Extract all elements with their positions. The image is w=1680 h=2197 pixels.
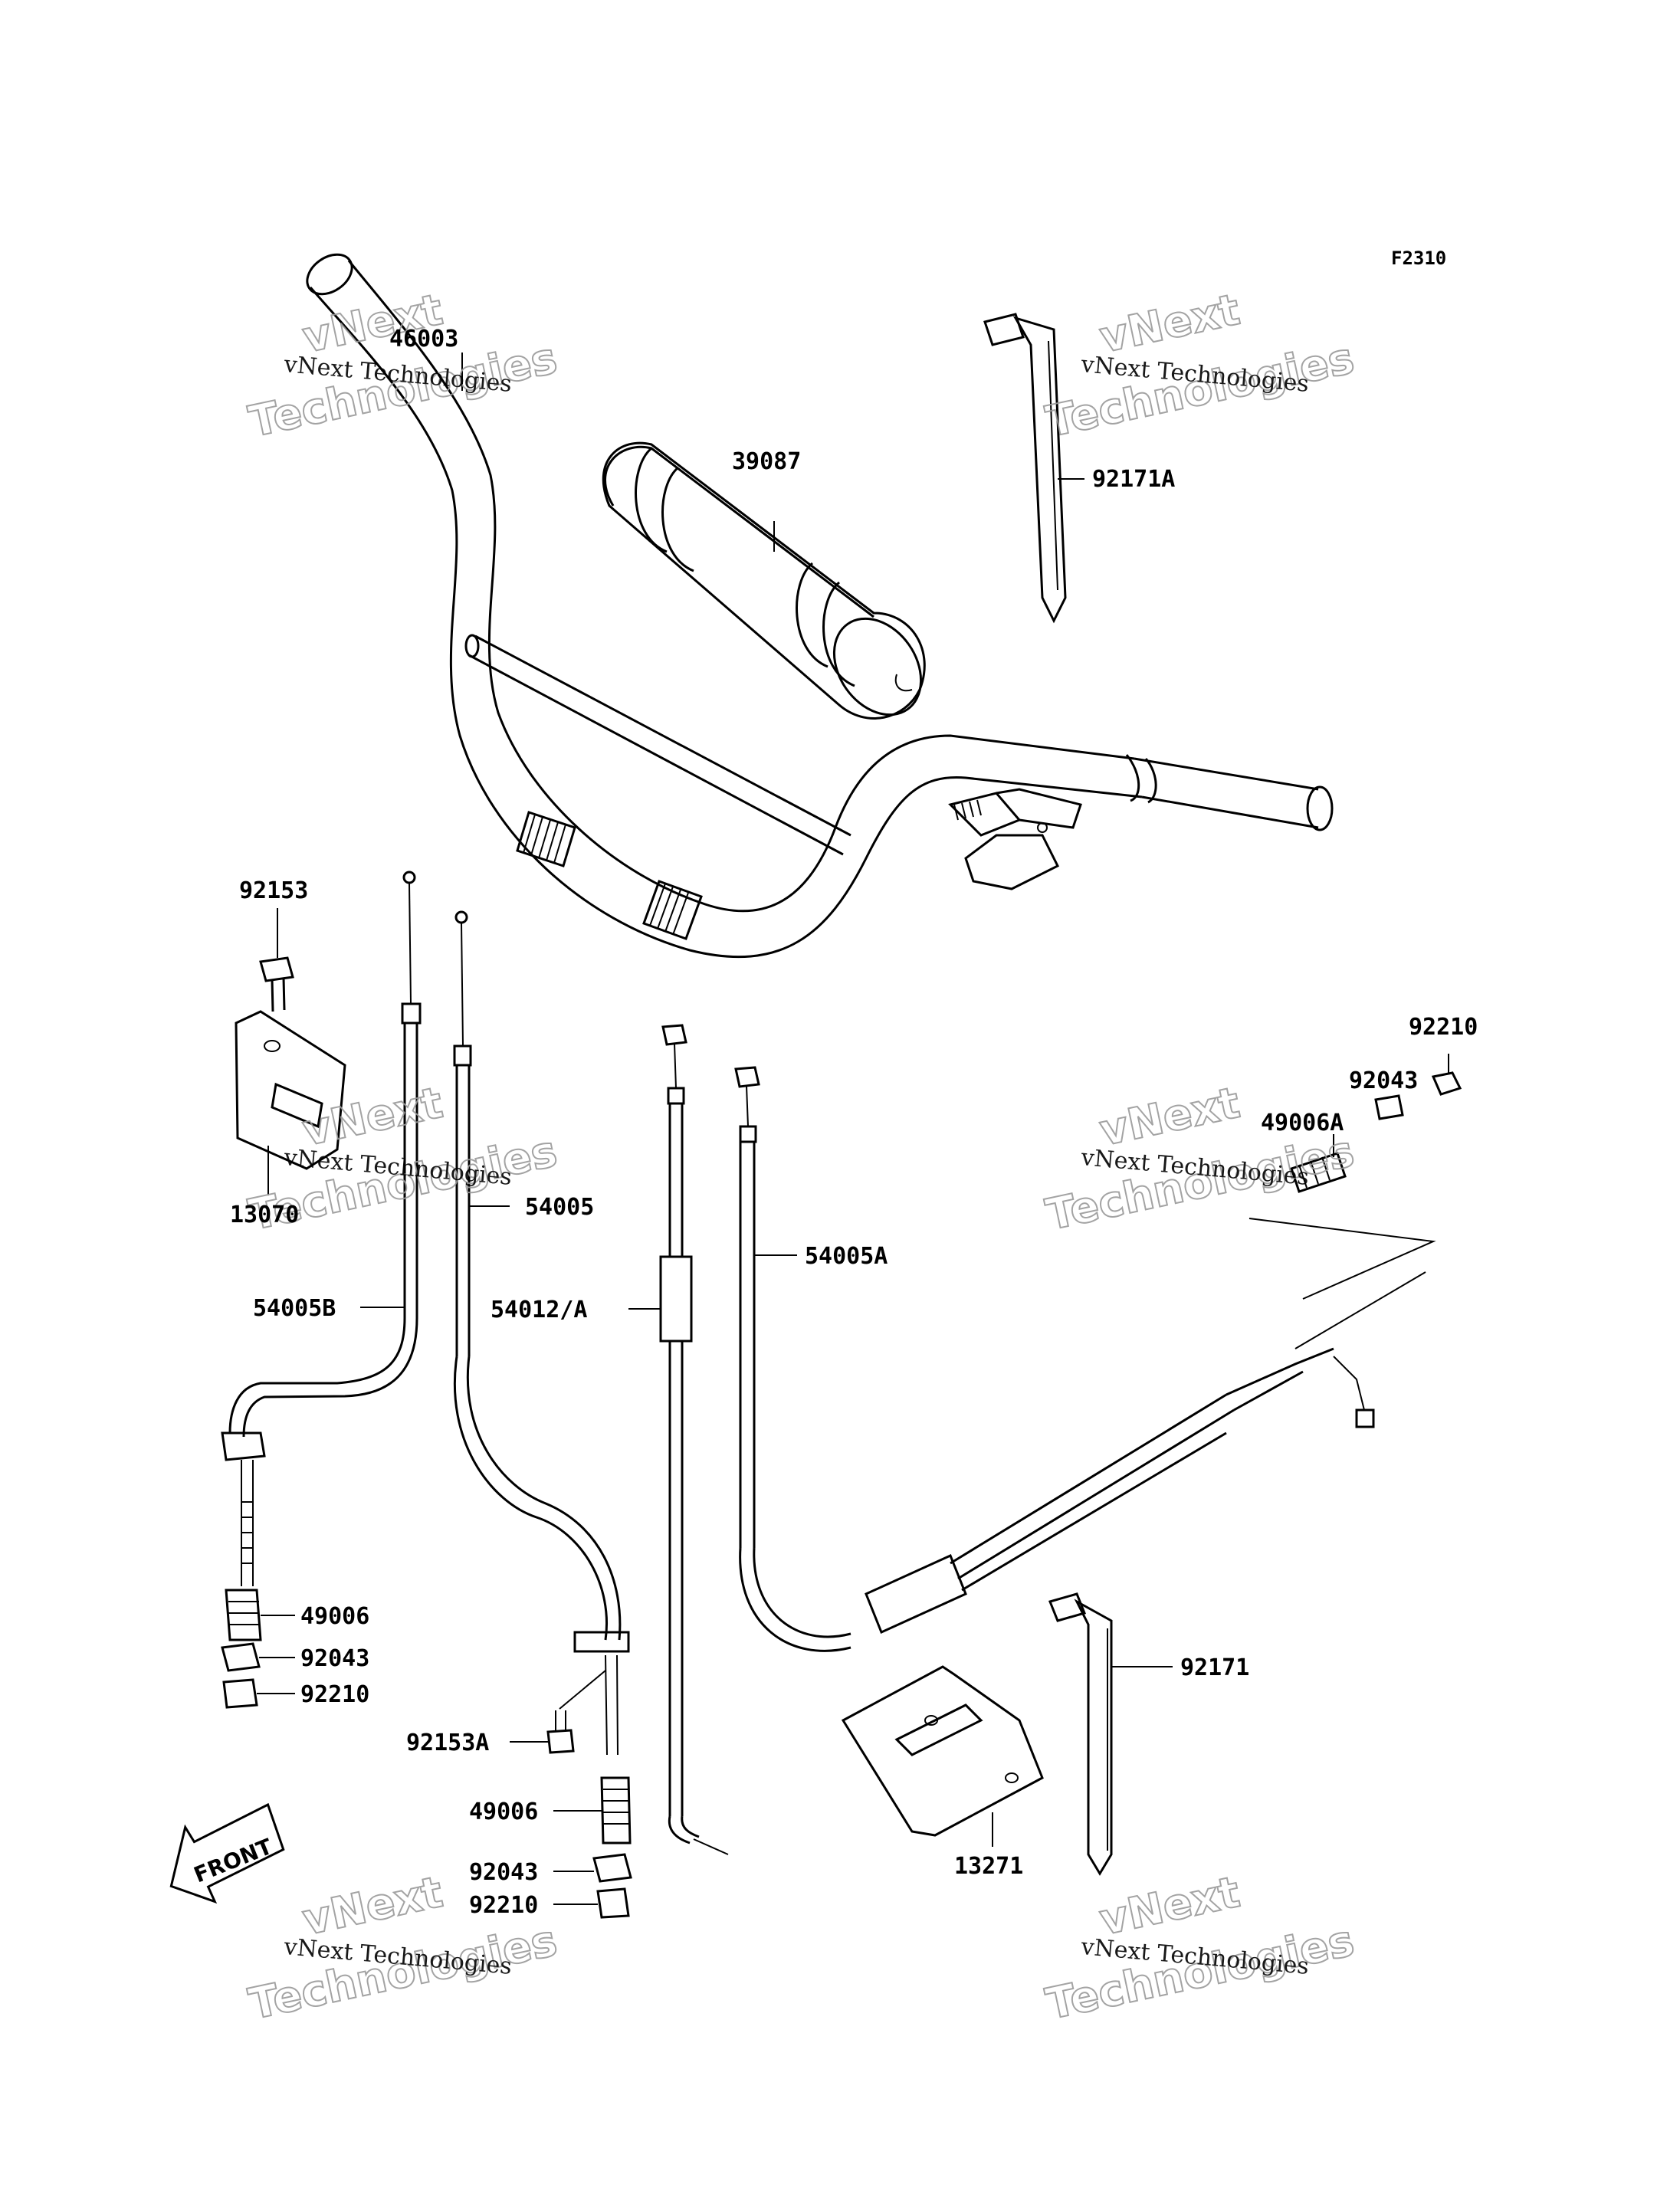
label-92153: 92153: [239, 877, 308, 904]
label-13271: 13271: [954, 1853, 1023, 1880]
cable-tie-92171A: [983, 313, 1084, 624]
bolt-92153A: [510, 1670, 606, 1754]
nut-92210-center: [553, 1887, 630, 1919]
label-49006A-right: 49006A: [1261, 1110, 1344, 1136]
adjuster-49006A: [1290, 1134, 1347, 1193]
label-49006-center: 49006: [469, 1799, 538, 1825]
label-54005A: 54005A: [805, 1243, 888, 1270]
svg-text:vNext: vNext: [1095, 1867, 1244, 1946]
label-46003: 46003: [389, 326, 458, 353]
cable-54005A: [734, 1066, 1426, 1652]
svg-text:vNext: vNext: [1095, 285, 1244, 363]
cable-54012A: [628, 1024, 729, 1855]
label-92210-right: 92210: [1409, 1014, 1478, 1041]
handlebar-46003: [306, 253, 1334, 958]
watermark-top-left: vNext Technologies vNext Technologies: [244, 284, 562, 448]
svg-text:Technologies: Technologies: [244, 1916, 561, 2029]
locknut-92043-left: [221, 1642, 261, 1672]
assembly-bracket-line: [1249, 1218, 1436, 1300]
adjuster-49006-left: [225, 1589, 262, 1641]
handlebar-pad-39087: [602, 441, 926, 720]
label-49006-left: 49006: [300, 1603, 369, 1630]
label-39087: 39087: [732, 448, 801, 475]
label-92043-left: 92043: [300, 1645, 369, 1672]
svg-text:Technologies: Technologies: [1042, 1126, 1358, 1240]
cable-54005: [453, 910, 630, 1756]
adjuster-49006-center: [553, 1776, 632, 1844]
label-92210-center: 92210: [469, 1892, 538, 1919]
label-92043-center: 92043: [469, 1859, 538, 1886]
label-54005B: 54005B: [253, 1295, 336, 1322]
label-13070: 13070: [230, 1202, 299, 1228]
watermark-top-right: vNext Technologies vNext Technologies: [1041, 284, 1359, 448]
cable-tie-92171: [1048, 1592, 1173, 1876]
label-92210-left: 92210: [300, 1681, 369, 1708]
svg-text:vNext: vNext: [298, 1867, 447, 1946]
label-92171A: 92171A: [1092, 466, 1175, 493]
nut-92210-right: [1431, 1054, 1462, 1096]
nut-92210-left: [222, 1678, 258, 1709]
svg-text:vNext: vNext: [1095, 1078, 1244, 1156]
clamp-13070: [235, 908, 346, 1195]
cable-54005B: [221, 871, 422, 1586]
locknut-92043-center: [553, 1853, 632, 1883]
figure-code: F2310: [1391, 248, 1446, 269]
bracket-13271: [841, 1665, 1044, 1847]
label-54005: 54005: [525, 1194, 594, 1221]
svg-text:Technologies: Technologies: [1042, 1916, 1358, 2029]
watermark-mid-right: vNext Technologies vNext Technologies: [1041, 1077, 1359, 1241]
label-92043-right: 92043: [1349, 1067, 1418, 1094]
label-92171: 92171: [1180, 1654, 1249, 1681]
label-92153A: 92153A: [406, 1730, 489, 1756]
svg-text:Technologies: Technologies: [1042, 333, 1358, 447]
front-arrow-icon: FRONT: [169, 1802, 285, 1904]
label-54012A: 54012/A: [491, 1297, 587, 1323]
locknut-92043-right: [1374, 1094, 1404, 1120]
leader-lines-left: [257, 1615, 295, 1694]
watermark-bottom-right: vNext Technologies vNext Technologies: [1041, 1867, 1359, 2031]
